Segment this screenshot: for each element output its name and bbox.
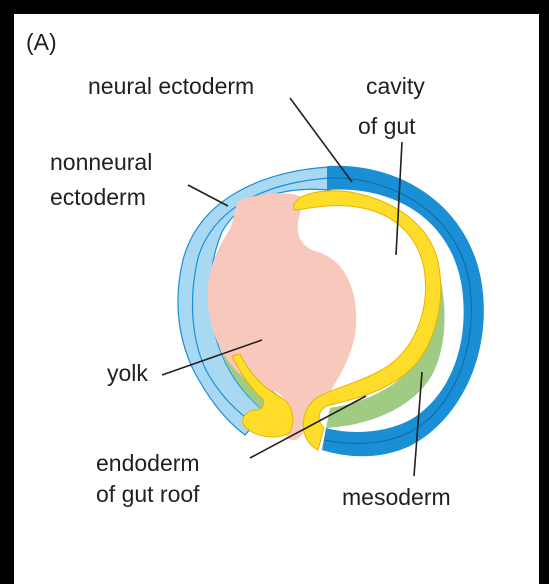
label-endoderm-line1: endoderm bbox=[96, 450, 200, 476]
label-cavity-line1: cavity bbox=[366, 73, 425, 99]
label-nonneural-line1: nonneural bbox=[50, 149, 152, 175]
label-yolk: yolk bbox=[107, 360, 148, 386]
label-mesoderm: mesoderm bbox=[342, 484, 451, 510]
label-neural-ectoderm: neural ectoderm bbox=[88, 73, 254, 99]
panel-label: (A) bbox=[26, 29, 57, 55]
label-cavity-line2: of gut bbox=[358, 113, 416, 139]
leader-nonneural-ectoderm bbox=[188, 185, 228, 206]
label-nonneural-line2: ectoderm bbox=[50, 184, 146, 210]
label-endoderm-line2: of gut roof bbox=[96, 481, 200, 507]
